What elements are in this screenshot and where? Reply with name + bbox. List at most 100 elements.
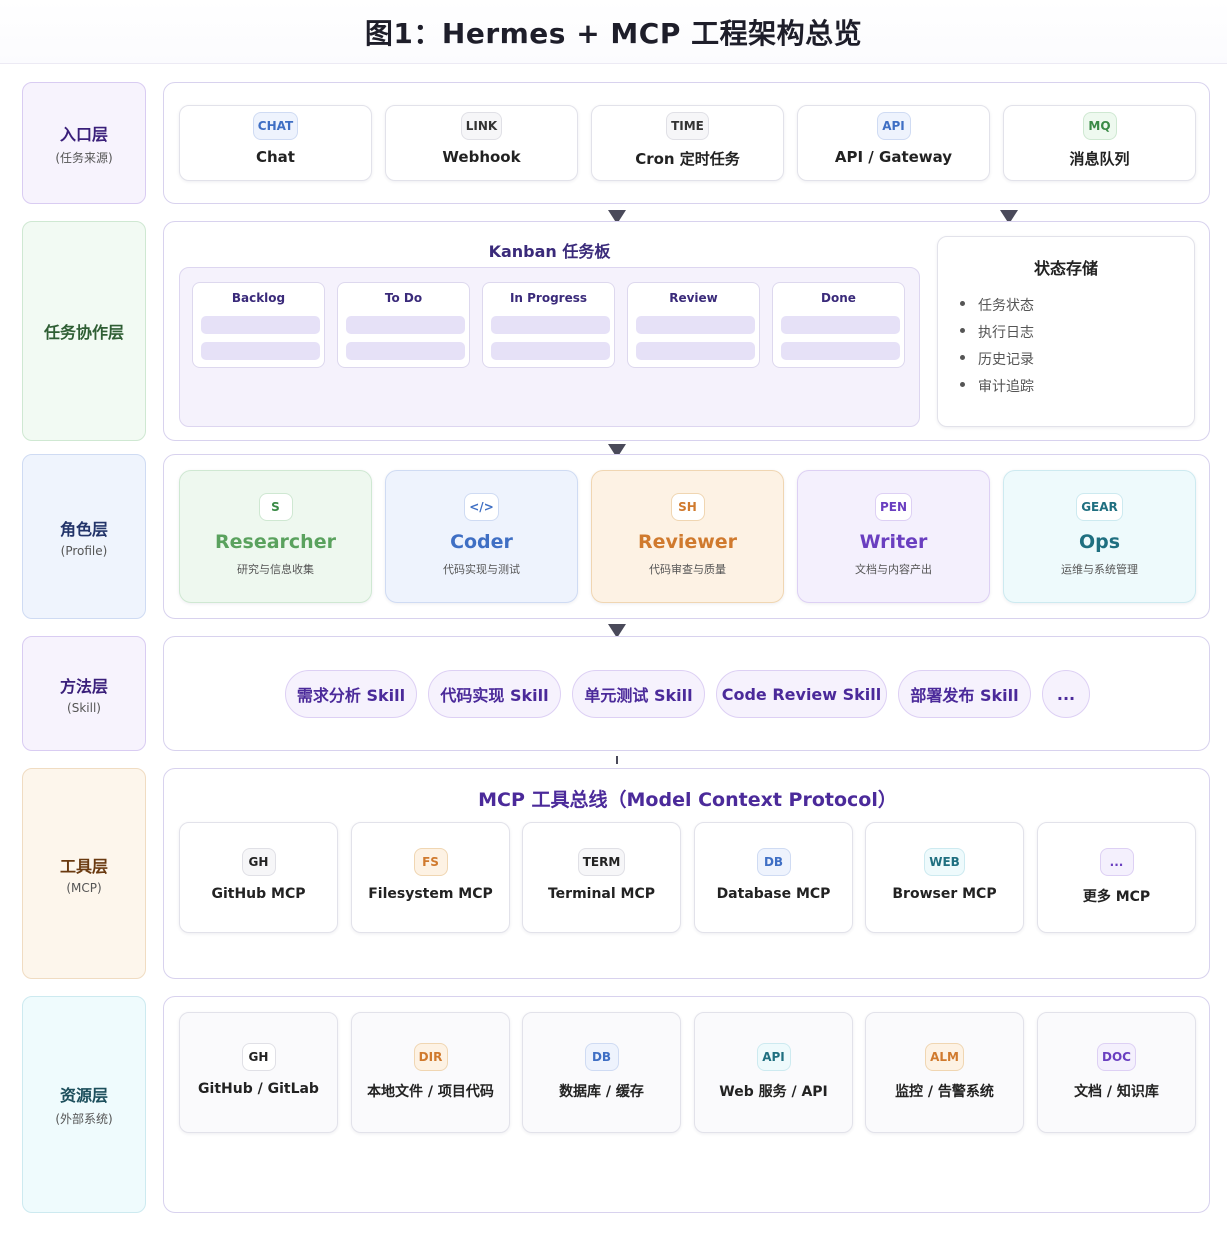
resource-name: 本地文件 / 项目代码 [367, 1084, 494, 1100]
tool-card-database[interactable]: DB Database MCP [694, 822, 853, 933]
link-icon: LINK [460, 112, 503, 140]
task-placeholder [346, 342, 465, 360]
kanban-column-todo[interactable]: To Do [337, 282, 470, 368]
role-card-reviewer[interactable]: SH Reviewer 代码审查与质量 [591, 470, 784, 603]
task-placeholder [491, 342, 610, 360]
layer-sub: (外部系统) [55, 1112, 113, 1126]
kanban-title: Kanban 任务板 [488, 242, 611, 261]
layer-sub: (MCP) [66, 880, 102, 895]
layer-label-role: 角色层 (Profile) [22, 454, 146, 619]
role-name: Writer [859, 531, 928, 553]
task-placeholder [491, 316, 610, 334]
skill-pill[interactable]: 单元测试 Skill [572, 670, 705, 718]
role-name: Coder [450, 531, 513, 553]
api-icon: API [876, 112, 911, 140]
chat-icon: CHAT [252, 112, 299, 140]
task-placeholder [201, 342, 320, 360]
task-placeholder [636, 316, 755, 334]
tool-card-terminal[interactable]: TERM Terminal MCP [522, 822, 681, 933]
task-placeholder [781, 342, 900, 360]
kanban-column-in-progress[interactable]: In Progress [482, 282, 615, 368]
kanban-column-title: Done [821, 291, 856, 305]
layer-sub: (Profile) [60, 543, 108, 558]
layer-name: 任务协作层 [43, 323, 124, 342]
role-card-writer[interactable]: PEN Writer 文档与内容产出 [797, 470, 990, 603]
resource-name: Web 服务 / API [719, 1084, 828, 1100]
layer-name: 资源层 [59, 1086, 108, 1105]
code-icon: </> [464, 493, 499, 521]
layer-label-task: 任务协作层 [22, 221, 146, 441]
flow-arrow [608, 624, 626, 638]
entry-card-api[interactable]: API API / Gateway [797, 105, 990, 181]
api-icon: API [756, 1043, 791, 1071]
flow-arrow [1000, 210, 1018, 224]
skill-pill[interactable]: 部署发布 Skill [898, 670, 1031, 718]
globe-icon: WEB [924, 848, 965, 876]
state-store-title: 状态存储 [1033, 259, 1098, 278]
role-desc: 代码实现与测试 [443, 563, 520, 576]
role-name: Researcher [215, 531, 336, 553]
layer-sub: (任务来源) [55, 150, 113, 165]
layer-label-method: 方法层 (Skill) [22, 636, 146, 751]
clock-icon: TIME [666, 112, 709, 140]
database-icon: DB [756, 848, 791, 876]
tool-card-github[interactable]: GH GitHub MCP [179, 822, 338, 933]
resource-name: 文档 / 知识库 [1074, 1084, 1159, 1100]
resource-name: GitHub / GitLab [198, 1081, 319, 1097]
entry-card-label: Cron 定时任务 [635, 150, 740, 168]
resource-card-docs[interactable]: DOC 文档 / 知识库 [1037, 1012, 1196, 1133]
kanban-column-title: Review [669, 291, 718, 305]
entry-card-chat[interactable]: CHAT Chat [179, 105, 372, 181]
role-name: Reviewer [637, 531, 738, 553]
resource-card-files[interactable]: DIR 本地文件 / 项目代码 [351, 1012, 510, 1133]
resource-panel: GH GitHub / GitLab DIR 本地文件 / 项目代码 DB 数据… [163, 996, 1210, 1213]
tool-card-browser[interactable]: WEB Browser MCP [865, 822, 1024, 933]
resource-card-web[interactable]: API Web 服务 / API [694, 1012, 853, 1133]
state-store-item: 任务状态 [960, 295, 1194, 322]
role-card-researcher[interactable]: S Researcher 研究与信息收集 [179, 470, 372, 603]
alarm-icon: ALM [925, 1043, 964, 1071]
state-store-item: 审计追踪 [960, 376, 1194, 403]
task-placeholder [201, 316, 320, 334]
skill-pill[interactable]: 需求分析 Skill [285, 670, 417, 718]
pen-icon: PEN [874, 493, 913, 521]
layer-name: 方法层 [59, 676, 108, 696]
flow-arrow [608, 210, 626, 224]
shield-icon: SH [670, 493, 705, 521]
skill-more-pill[interactable]: ... [1042, 670, 1090, 718]
search-icon: S [258, 493, 293, 521]
skill-pill[interactable]: 代码实现 Skill [428, 670, 561, 718]
skill-pill[interactable]: Code Review Skill [716, 670, 887, 718]
resource-card-database[interactable]: DB 数据库 / 缓存 [522, 1012, 681, 1133]
tool-panel: MCP 工具总线（Model Context Protocol） GH GitH… [163, 768, 1210, 979]
queue-icon: MQ [1082, 112, 1117, 140]
kanban-column-title: In Progress [509, 291, 588, 305]
layer-label-res: 资源层 (外部系统) [22, 996, 146, 1213]
entry-card-cron[interactable]: TIME Cron 定时任务 [591, 105, 784, 181]
role-card-ops[interactable]: GEAR Ops 运维与系统管理 [1003, 470, 1196, 603]
role-card-coder[interactable]: </> Coder 代码实现与测试 [385, 470, 578, 603]
kanban-column-done[interactable]: Done [772, 282, 905, 368]
kanban-column-backlog[interactable]: Backlog [192, 282, 325, 368]
resource-card-github[interactable]: GH GitHub / GitLab [179, 1012, 338, 1133]
tool-card-filesystem[interactable]: FS Filesystem MCP [351, 822, 510, 933]
entry-card-webhook[interactable]: LINK Webhook [385, 105, 578, 181]
task-placeholder [636, 342, 755, 360]
tool-name: Browser MCP [892, 886, 997, 902]
tool-name: Database MCP [716, 886, 831, 902]
tool-card-more[interactable]: ... 更多 MCP [1037, 822, 1196, 933]
task-placeholder [781, 316, 900, 334]
kanban-column-review[interactable]: Review [627, 282, 760, 368]
entry-card-label: Chat [256, 148, 295, 166]
layer-label-entry: 入口层 (任务来源) [22, 82, 146, 204]
role-name: Ops [1078, 531, 1121, 553]
terminal-icon: TERM [577, 848, 626, 876]
folder-icon: DIR [413, 1043, 448, 1071]
entry-card-mq[interactable]: MQ 消息队列 [1003, 105, 1196, 181]
state-store: 状态存储 任务状态 执行日志 历史记录 审计追踪 [937, 236, 1195, 427]
role-desc: 代码审查与质量 [649, 563, 726, 576]
entry-card-label: 消息队列 [1069, 150, 1130, 168]
resource-card-monitor[interactable]: ALM 监控 / 告警系统 [865, 1012, 1024, 1133]
role-panel: S Researcher 研究与信息收集 </> Coder 代码实现与测试 S… [163, 454, 1210, 619]
resource-name: 监控 / 告警系统 [895, 1084, 994, 1100]
